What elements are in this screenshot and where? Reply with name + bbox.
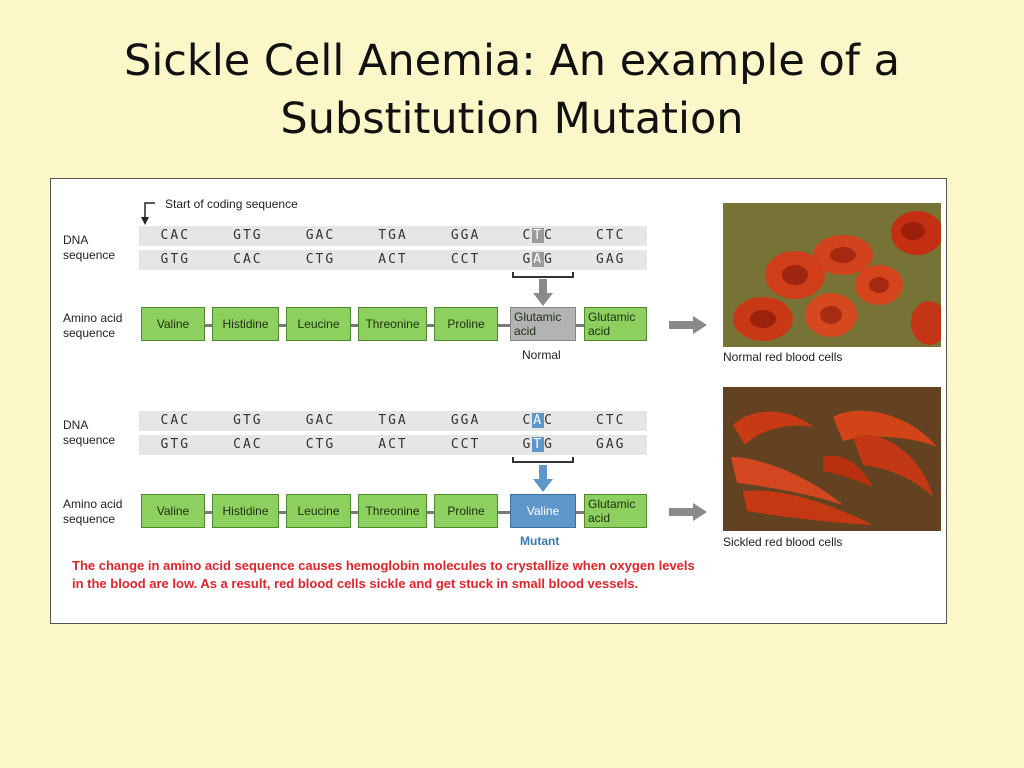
codon: TGA [357,226,430,246]
dna-strand-normal-top: CAC GTG GAC TGA GGA CTC CTC [139,226,647,246]
right-arrow-icon [669,503,709,521]
codon: GGA [429,411,502,431]
explanation-text: The change in amino acid sequence causes… [72,557,695,593]
slide-title-line-2: Substitution Mutation [0,90,1024,148]
start-arrow-icon [139,197,159,227]
normal-photo-caption: Normal red blood cells [723,350,842,364]
codon: CAC [139,411,212,431]
mutated-base-normal-bottom: A [532,252,544,267]
right-arrow-icon [669,316,709,334]
sickled-red-blood-cells-image [723,387,941,531]
codon: CCT [429,435,502,455]
codon-bracket-mutant [512,457,574,463]
codon: TGA [357,411,430,431]
codon: GAG [574,435,647,455]
mutated-codon-mutant-top: CAC [502,411,575,431]
changed-amino-acid-mutant: Valine [510,494,576,528]
mutant-label: Mutant [520,534,559,548]
amino-acid-box: Threonine [358,307,427,341]
codon-bracket-normal [512,272,574,278]
codon: CCT [429,250,502,270]
down-arrow-icon [533,279,553,307]
codon: CTG [284,250,357,270]
codon: GAG [574,250,647,270]
normal-label: Normal [522,348,561,362]
slide-title: Sickle Cell Anemia: An example of a Subs… [0,32,1024,148]
codon: CAC [212,435,285,455]
slide-title-line-1: Sickle Cell Anemia: An example of a [0,32,1024,90]
codon: GTG [139,435,212,455]
normal-red-blood-cells-image [723,203,941,347]
amino-acid-box: Leucine [286,494,351,528]
codon: GGA [429,226,502,246]
amino-acid-box: Valine [141,307,205,341]
codon: GAC [284,411,357,431]
codon: CAC [212,250,285,270]
start-of-coding-label: Start of coding sequence [165,197,298,211]
amino-acid-box: Histidine [212,494,279,528]
amino-acid-box: Histidine [212,307,279,341]
mutated-base-normal-top: T [532,228,544,243]
mutated-codon-mutant-bottom: GTG [502,435,575,455]
codon: GTG [139,250,212,270]
mutated-base-mutant-top: A [532,413,544,428]
dna-strand-mutant-top: CAC GTG GAC TGA GGA CAC CTC [139,411,647,431]
amino-acid-box: Threonine [358,494,427,528]
codon: CTC [574,411,647,431]
mutated-codon-normal-top: CTC [502,226,575,246]
codon: ACT [357,250,430,270]
mutated-codon-normal-bottom: GAG [502,250,575,270]
codon: CTG [284,435,357,455]
amino-acid-box: Leucine [286,307,351,341]
codon: CAC [139,226,212,246]
codon: CTC [574,226,647,246]
codon: GTG [212,411,285,431]
down-arrow-icon [533,465,553,493]
codon: GTG [212,226,285,246]
amino-acid-box: Proline [434,494,498,528]
dna-strand-mutant-bottom: GTG CAC CTG ACT CCT GTG GAG [139,435,647,455]
dna-strand-normal-bottom: GTG CAC CTG ACT CCT GAG GAG [139,250,647,270]
amino-acid-box: Proline [434,307,498,341]
mutated-base-mutant-bottom: T [532,437,544,452]
sickled-photo-caption: Sickled red blood cells [723,535,842,549]
amino-acid-box: Valine [141,494,205,528]
codon: ACT [357,435,430,455]
codon: GAC [284,226,357,246]
